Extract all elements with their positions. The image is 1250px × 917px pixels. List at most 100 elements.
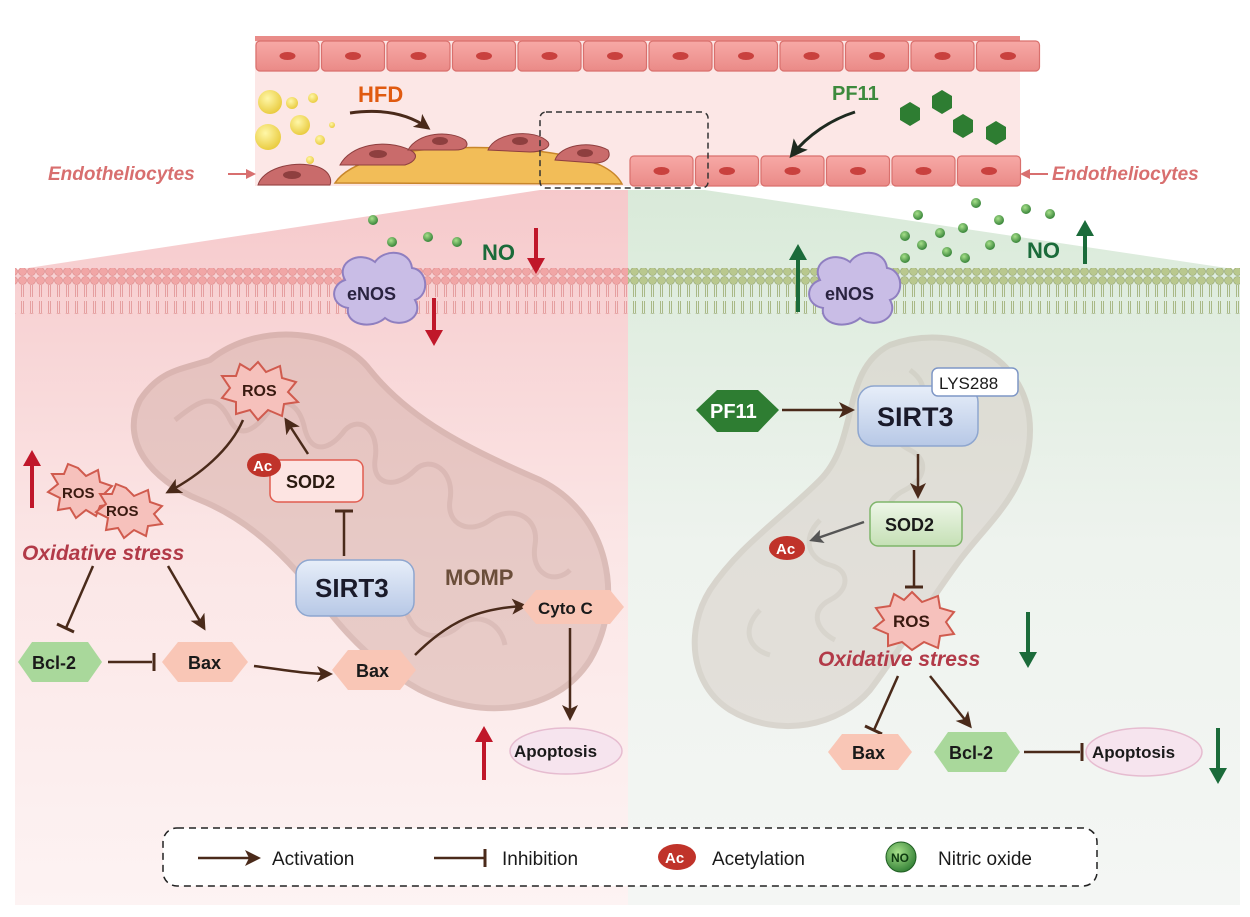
legend-no-symbol <box>885 841 917 873</box>
ros-right-label: ROS <box>893 612 930 631</box>
stress-activates-bax <box>166 565 206 631</box>
no-label-right: NO <box>1027 238 1060 263</box>
cell-nucleus <box>803 52 820 60</box>
zoom-box <box>539 111 709 189</box>
cell-nucleus <box>672 52 689 60</box>
cell-nucleus <box>981 167 997 175</box>
pf11-vessel-label: PF11 <box>832 83 879 105</box>
cell-nucleus <box>1000 52 1016 60</box>
apoptosis-left-oval <box>509 727 623 775</box>
inhibit-bar <box>864 724 883 736</box>
fat-droplet <box>308 93 318 103</box>
ros-cluster-a-label: ROS <box>62 485 95 502</box>
endotheliocytes-right-label: Endotheliocytes <box>1052 164 1199 185</box>
cell-nucleus <box>719 167 735 175</box>
stress-inhibits-bcl2 <box>64 565 95 629</box>
sod2-right-box <box>869 501 963 547</box>
hfd-arrow <box>349 109 431 130</box>
pf11-molecule <box>932 90 952 114</box>
apoptosis-right-oval <box>1085 727 1203 777</box>
cell-nucleus <box>653 167 670 175</box>
ac-badge-right <box>769 536 805 560</box>
legend-activation-label: Activation <box>272 849 354 870</box>
ros-burst-top <box>220 360 301 422</box>
ros-cluster-b-label: ROS <box>106 503 139 520</box>
cytoc-label: Cyto C <box>538 599 593 618</box>
bax-left-label-1: Bax <box>188 653 221 673</box>
apoptosis-decrease-arrow <box>1209 728 1227 784</box>
fat-droplet <box>315 135 325 145</box>
inhibit-bar <box>56 622 75 634</box>
ac-badge-right-label: Ac <box>776 541 795 558</box>
hfd-label: HFD <box>358 82 403 107</box>
bcl2-right-label: Bcl-2 <box>949 743 993 763</box>
ros-to-cluster-arrow <box>165 419 245 494</box>
cell-nucleus <box>869 52 885 60</box>
enos-right-label: eNOS <box>825 284 874 304</box>
stress-activates-bcl2 <box>929 675 972 729</box>
ac-badge-left <box>247 453 281 477</box>
sirt3-left-box <box>295 559 415 617</box>
cell-nucleus <box>541 52 558 60</box>
legend-nitric-oxide-label: Nitric oxide <box>938 849 1032 870</box>
legend-ac-symbol <box>658 844 696 870</box>
sod2-to-ros-arrow <box>284 417 310 455</box>
bcl2-left-hex <box>18 642 102 682</box>
cell-nucleus <box>738 52 754 60</box>
pf11-hex-label: PF11 <box>710 401 757 423</box>
pf11-molecule <box>953 114 973 138</box>
enos-up-arrow <box>789 244 807 312</box>
stress-decrease-arrow <box>1019 612 1037 668</box>
legend-no-symbol-label: NO <box>891 851 909 865</box>
sod2-left-box <box>269 459 364 503</box>
enos-left <box>333 252 427 326</box>
fat-droplet <box>329 122 335 128</box>
endo-right-arrowhead <box>1020 169 1030 179</box>
pf11-hex <box>696 390 779 432</box>
cell-nucleus <box>850 167 866 175</box>
fat-droplet <box>286 97 298 109</box>
enos-down-arrow <box>425 298 443 346</box>
apoptosis-right-label: Apoptosis <box>1092 743 1175 762</box>
cell-nucleus <box>934 52 951 60</box>
cell-nucleus <box>476 52 492 60</box>
ros-increase-arrow <box>23 450 41 508</box>
endo-left-arrowhead <box>246 169 256 179</box>
bax-left-hex-2 <box>332 650 416 690</box>
cell-nucleus <box>345 52 361 60</box>
lys288-tag <box>931 367 1019 397</box>
bcl2-left-label: Bcl-2 <box>32 653 76 673</box>
membrane-left <box>15 268 628 314</box>
bax-left-hex-1 <box>162 642 248 682</box>
sirt3-right-box <box>857 385 979 447</box>
fat-droplet <box>306 156 314 164</box>
enos-right <box>808 252 902 326</box>
no-decrease-arrow <box>527 228 545 274</box>
no-increase-arrow <box>1076 220 1094 264</box>
sod2-right-label: SOD2 <box>885 515 934 535</box>
pf11-molecule <box>986 121 1006 145</box>
cell-nucleus <box>279 52 296 60</box>
sirt3-left-label: SIRT3 <box>315 573 389 603</box>
cell-nucleus <box>607 52 623 60</box>
enos-left-label: eNOS <box>347 284 396 304</box>
fat-droplet <box>255 124 281 150</box>
cell-nucleus <box>410 52 427 60</box>
legend-box <box>162 827 1098 887</box>
sirt3-right-label: SIRT3 <box>877 402 954 432</box>
blood-vessel <box>255 36 1041 189</box>
cytoc-hex <box>522 590 624 624</box>
oxidative-stress-right: Oxidative stress <box>818 648 980 671</box>
sod2-deacetylation-arrow <box>809 520 865 544</box>
momp-label: MOMP <box>445 565 513 590</box>
bax-right-label: Bax <box>852 743 885 763</box>
no-label-left: NO <box>482 240 515 265</box>
bax-right-hex <box>828 734 912 770</box>
fat-droplet <box>290 115 310 135</box>
cell-nucleus <box>784 167 801 175</box>
legend-acetylation-label: Acetylation <box>712 849 805 870</box>
endotheliocytes-left-label: Endotheliocytes <box>48 164 195 185</box>
fat-droplet <box>258 90 282 114</box>
no-molecules-left <box>368 215 462 247</box>
